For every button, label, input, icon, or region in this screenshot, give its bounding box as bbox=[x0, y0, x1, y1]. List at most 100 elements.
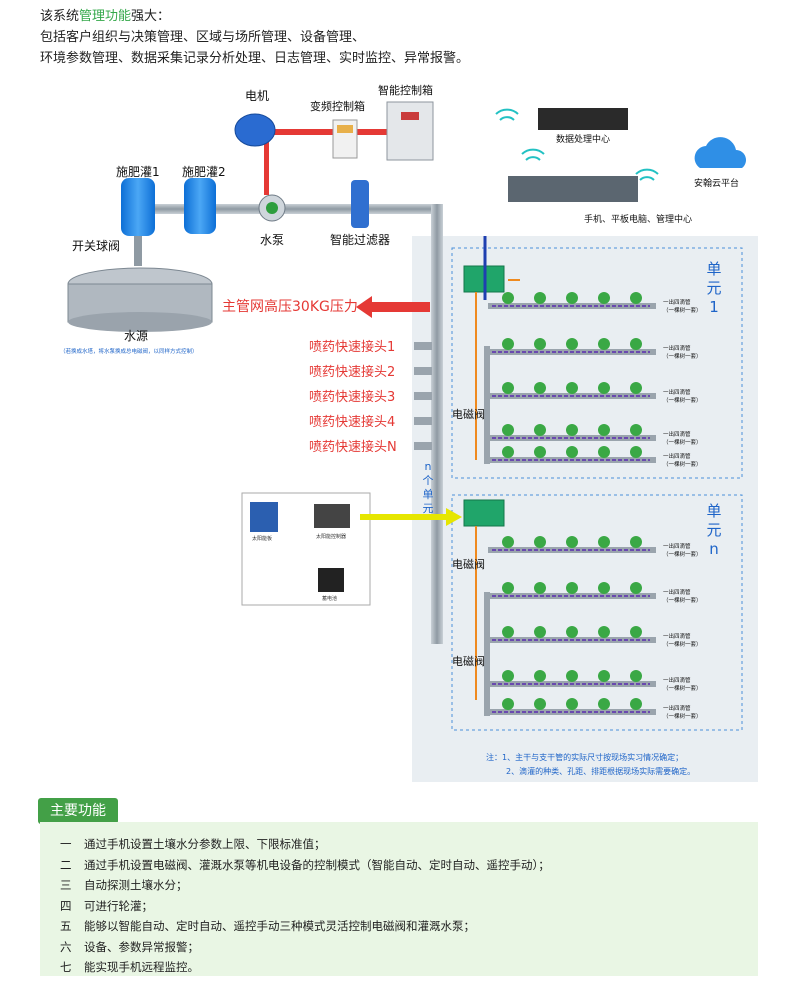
plant bbox=[534, 338, 546, 350]
dripper-sublabel: （一棵树一套） bbox=[663, 712, 702, 720]
ball-valve-label: 开关球阀 bbox=[72, 239, 120, 253]
feature-number: 六 bbox=[60, 939, 72, 954]
plant bbox=[534, 582, 546, 594]
plant bbox=[566, 446, 578, 458]
inverter-display bbox=[337, 125, 353, 133]
feature-text: 通过手机设置土壤水分参数上限、下限标准值； bbox=[84, 837, 326, 851]
cloud-label: 安翰云平台 bbox=[694, 177, 739, 189]
tank1-stand bbox=[134, 236, 142, 266]
unitn-label: 单 bbox=[706, 502, 721, 520]
feature-number: 七 bbox=[60, 960, 72, 974]
spray-stub bbox=[414, 367, 432, 375]
spray-stub bbox=[414, 392, 432, 400]
plant bbox=[630, 338, 642, 350]
branch-pipe bbox=[484, 592, 490, 716]
plant bbox=[502, 446, 514, 458]
dripper-label: 一出四滴管 bbox=[663, 704, 691, 712]
fertilizer-tank-1 bbox=[121, 178, 155, 236]
devices-icon bbox=[508, 176, 638, 202]
plant bbox=[630, 446, 642, 458]
plant bbox=[566, 626, 578, 638]
motor-label: 电机 bbox=[245, 89, 269, 103]
pressure-arrow bbox=[356, 296, 430, 318]
spray-head-label: 喷药快速接头1 bbox=[309, 339, 395, 355]
plant bbox=[598, 626, 610, 638]
unit1-label: 元 bbox=[706, 279, 721, 297]
feature-number: 二 bbox=[60, 857, 72, 872]
dripper-sublabel: （一棵树一套） bbox=[663, 396, 702, 404]
plant bbox=[502, 536, 514, 548]
main-pipe-vertical bbox=[431, 204, 443, 644]
branch-pipe bbox=[484, 346, 490, 464]
plant bbox=[502, 698, 514, 710]
spray-head-label: 喷药快速接头4 bbox=[309, 414, 395, 430]
unit1-label: 单 bbox=[706, 260, 721, 278]
plant bbox=[566, 698, 578, 710]
plant bbox=[598, 382, 610, 394]
dripper-sublabel: （一棵树一套） bbox=[663, 550, 702, 558]
plant bbox=[630, 626, 642, 638]
plant bbox=[566, 536, 578, 548]
unitn-label: n bbox=[709, 540, 719, 558]
well-base bbox=[68, 312, 212, 332]
dripper-label: 一出四滴管 bbox=[663, 588, 691, 596]
plant bbox=[630, 292, 642, 304]
power-line-vertical bbox=[264, 135, 269, 195]
feature-item: 五能够以智能自动、定时自动、遥控手动三种模式灵活控制电磁阀和灌溉水泵； bbox=[60, 916, 758, 937]
feature-text: 可进行轮灌； bbox=[84, 898, 153, 913]
pressure-label: 主管网高压30KG压力 bbox=[222, 298, 358, 315]
plant bbox=[598, 670, 610, 682]
dripper-label: 一出四滴管 bbox=[663, 676, 691, 684]
dripper-sublabel: （一棵树一套） bbox=[663, 596, 702, 604]
feature-item: 三自动探测土壤水分； bbox=[60, 875, 758, 896]
plant bbox=[502, 292, 514, 304]
irrigation-diagram: 施肥灌1 施肥灌2 开关球阀 水源 （若换成水塔，将水泵换成总电磁阀，以同样方式… bbox=[60, 83, 758, 782]
spray-head-label: 喷药快速接头N bbox=[309, 439, 397, 455]
devices-label: 手机、平板电脑、管理中心 bbox=[584, 213, 692, 225]
battery bbox=[318, 568, 344, 592]
tank2-label: 施肥灌2 bbox=[182, 165, 226, 179]
unit1-boundary bbox=[451, 247, 743, 479]
filter-label: 智能过滤器 bbox=[330, 232, 390, 247]
cloud-icon bbox=[694, 137, 747, 168]
dripper-label: 一出四滴管 bbox=[663, 298, 691, 306]
plant bbox=[630, 536, 642, 548]
dripper-label: 一出四滴管 bbox=[663, 452, 691, 460]
plant bbox=[534, 292, 546, 304]
power-line bbox=[262, 129, 392, 135]
dripper-sublabel: （一棵树一套） bbox=[663, 306, 702, 314]
n-units-label: 元 bbox=[423, 502, 434, 515]
plant bbox=[502, 338, 514, 350]
feature-item: 六设备、参数异常报警； bbox=[60, 937, 758, 958]
intro-line-2: 包括客户组织与决策管理、区域与场所管理、设备管理、 bbox=[40, 30, 366, 45]
solar-controller-label: 太阳能控制器 bbox=[316, 533, 346, 540]
plant bbox=[598, 424, 610, 436]
dripper-label: 一出四滴管 bbox=[663, 344, 691, 352]
intro-line-3: 环境参数管理、数据采集记录分析处理、日志管理、实时监控、异常报警。 bbox=[40, 51, 470, 66]
control-box-label: 智能控制箱 bbox=[378, 83, 433, 97]
field-controller-n bbox=[463, 499, 505, 527]
dripper-sublabel: （一棵树一套） bbox=[663, 684, 702, 692]
feature-item: 二通过手机设置电磁阀、灌溉水泵等机电设备的控制模式（智能自动、定时自动、遥控手动… bbox=[60, 855, 758, 876]
intro-line-1: 该系统管理功能强大： bbox=[40, 9, 171, 24]
dripper-label: 一出四滴管 bbox=[663, 430, 691, 438]
feature-number: 一 bbox=[60, 837, 72, 851]
solar-panel-label: 太阳能板 bbox=[252, 535, 272, 542]
intro-highlight: 管理功能 bbox=[79, 9, 132, 24]
feature-text: 自动探测土壤水分； bbox=[84, 878, 188, 892]
plant bbox=[502, 382, 514, 394]
smart-filter bbox=[351, 180, 369, 228]
unitn-label: 元 bbox=[706, 521, 721, 539]
plant bbox=[534, 698, 546, 710]
data-center-server bbox=[538, 108, 628, 130]
dripper-label: 一出四滴管 bbox=[663, 542, 691, 550]
plant bbox=[630, 382, 642, 394]
plant bbox=[630, 582, 642, 594]
plant bbox=[534, 424, 546, 436]
plant bbox=[502, 582, 514, 594]
tank1-label: 施肥灌1 bbox=[116, 165, 160, 179]
spray-stub bbox=[414, 417, 432, 425]
plant bbox=[598, 292, 610, 304]
feature-number: 三 bbox=[60, 878, 72, 892]
feature-number: 五 bbox=[60, 919, 72, 933]
